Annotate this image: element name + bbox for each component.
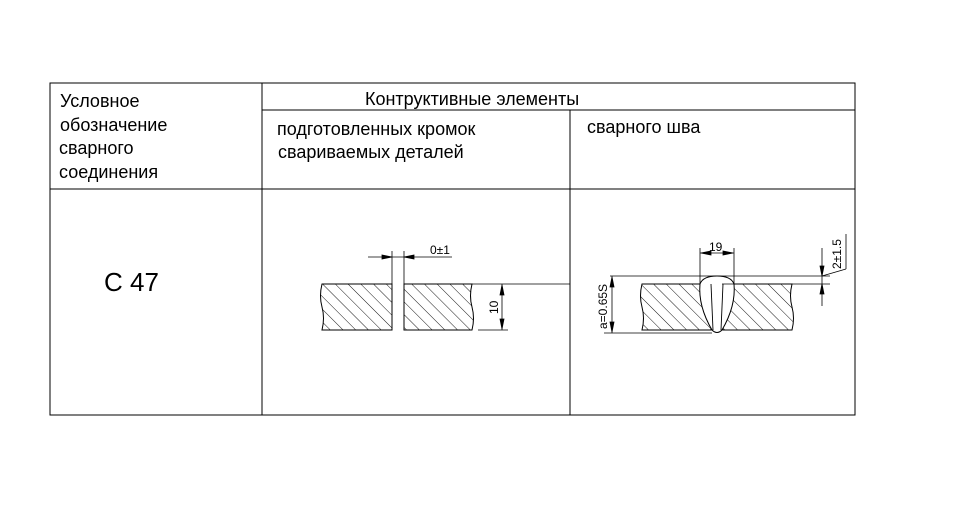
thickness-dimension <box>472 283 570 331</box>
gap-dimension <box>368 251 452 284</box>
header-designation-line-2: обозначение <box>60 115 168 135</box>
weld-throat-label: a=0.65S <box>596 284 610 329</box>
weld-width-label: 19 <box>709 240 723 254</box>
header-designation-line-4: соединения <box>59 162 159 182</box>
weld-height-label: 2±1.5 <box>830 239 844 269</box>
left-plate <box>320 283 393 331</box>
prepared-edges-drawing: 0±1 10 <box>320 243 570 331</box>
right-plate <box>403 283 474 331</box>
weld-width-dimension <box>699 248 735 284</box>
weld-height-dimension <box>610 234 847 306</box>
weld-throat-dimension <box>604 276 712 334</box>
header-designation-line-3: сварного <box>59 138 134 158</box>
table-grid <box>49 82 856 416</box>
gap-label: 0±1 <box>430 243 450 257</box>
weld-designation: С 47 <box>104 267 159 297</box>
header-prepared-edges-line-1: подготовленных кромок <box>277 119 476 139</box>
header-structural-elements: Контруктивные элементы <box>365 89 580 109</box>
weld-right-plate <box>722 283 794 331</box>
header-designation-line-1: Условное <box>60 91 140 111</box>
header-prepared-edges-line-2: свариваемых деталей <box>278 142 464 162</box>
weld-left-plate <box>640 283 712 331</box>
thickness-label: 10 <box>487 300 501 314</box>
weld-seam-drawing: 19 2±1.5 a=0.65S <box>596 234 847 334</box>
header-weld-seam: сварного шва <box>587 117 701 137</box>
